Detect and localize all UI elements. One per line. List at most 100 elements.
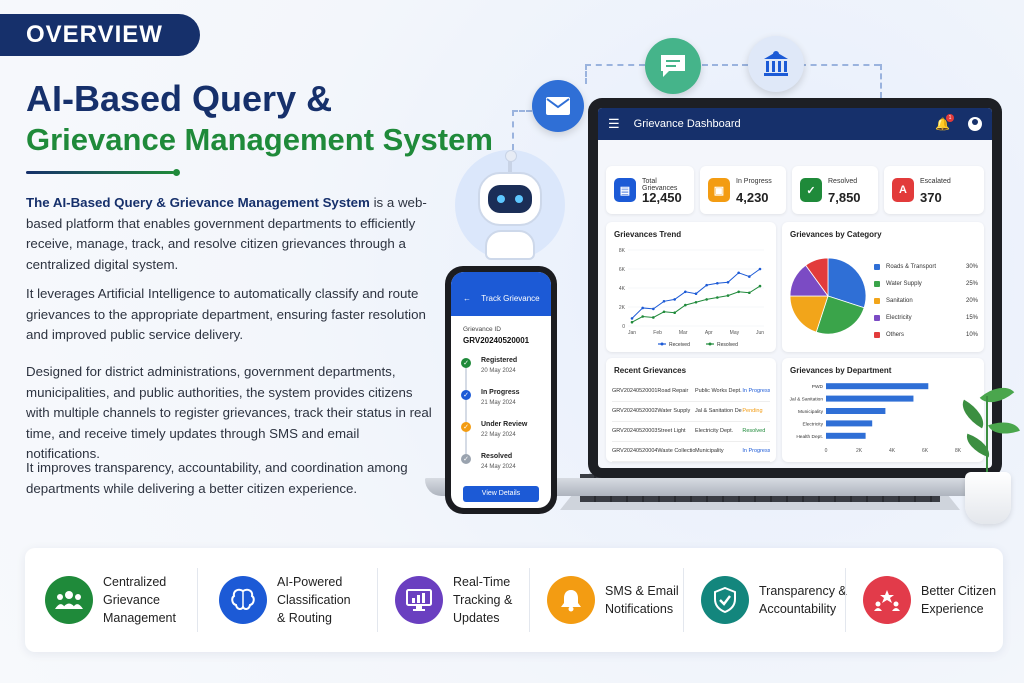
series-line-resolved xyxy=(631,285,761,323)
data-point xyxy=(705,283,708,287)
y-tick-label: 8K xyxy=(619,248,626,254)
stat-card-escalated[interactable]: A Escalated 370 xyxy=(884,166,984,214)
cell-issue: Street Light xyxy=(657,427,686,434)
cell-issue: Waste Collection xyxy=(657,447,695,454)
legend-swatch xyxy=(874,280,880,287)
stat-label: In Progress xyxy=(736,178,772,185)
x-tick-label: Jun xyxy=(756,330,764,336)
timeline-date: 22 May 2024 xyxy=(481,432,516,438)
laptop-base xyxy=(425,478,985,496)
dashboard-screen: ☰ Grievance Dashboard 🔔1 ▤ Total Grievan… xyxy=(598,108,992,468)
legend-marker xyxy=(708,342,712,346)
bell-icon[interactable]: 🔔1 xyxy=(935,114,954,131)
stat-card-total[interactable]: ▤ Total Grievances 12,450 xyxy=(606,166,694,214)
y-tick-label: 0 xyxy=(622,324,625,330)
legend-label: Sanitation xyxy=(886,297,913,304)
x-tick-label: Apr xyxy=(705,330,713,336)
dashboard-title: Grievance Dashboard xyxy=(633,118,741,130)
cell-dept: Electricity Dept. xyxy=(694,427,734,434)
divider xyxy=(845,568,846,632)
feature-centralized: Centralized Grievance Management xyxy=(45,548,176,652)
intro-paragraph: The AI-Based Query & Grievance Managemen… xyxy=(26,195,427,272)
category-pie-chart xyxy=(789,257,867,335)
laptop: ☰ Grievance Dashboard 🔔1 ▤ Total Grievan… xyxy=(588,98,1002,478)
category-title: Grievances by Category xyxy=(790,230,882,239)
legend-label: Received xyxy=(669,342,690,348)
cell-dept: Jal & Sanitation Dept. xyxy=(694,407,742,414)
legend-value: 25% xyxy=(965,280,978,287)
feature-ai: AI-Powered Classification & Routing xyxy=(219,548,351,652)
x-tick-label: 2K xyxy=(856,448,863,454)
bar xyxy=(826,395,914,402)
timeline-dot-icon: ✓ xyxy=(461,454,471,464)
chat-icon xyxy=(645,38,701,94)
x-tick-label: 4K xyxy=(889,448,896,454)
timeline-title: Registered xyxy=(481,357,518,364)
bar-category-label: PWD xyxy=(812,384,824,390)
feature-label: SMS & Email Notifications xyxy=(605,584,679,616)
data-point xyxy=(684,303,687,307)
x-tick-label: 0 xyxy=(825,448,828,454)
data-point xyxy=(694,300,698,304)
pie-slice xyxy=(789,295,829,333)
connector-line xyxy=(585,64,645,66)
recent-title: Recent Grievances xyxy=(614,366,687,375)
page-title-line1: AI-Based Query & xyxy=(26,78,333,119)
timeline-title: Under Review xyxy=(481,421,528,428)
bar xyxy=(826,383,929,390)
legend-value: 15% xyxy=(965,314,978,321)
bar-category-label: Electricity xyxy=(802,421,823,427)
phone-title: Track Grievance xyxy=(481,294,540,303)
user-avatar-icon[interactable] xyxy=(968,117,982,131)
data-point xyxy=(673,311,676,314)
timeline-dot-icon: ✓ xyxy=(461,358,471,368)
feature-notifications: SMS & Email Notifications xyxy=(547,548,679,652)
department-title: Grievances by Department xyxy=(790,366,892,375)
data-point xyxy=(716,296,719,299)
cell-dept: Public Works Dept. xyxy=(694,387,742,394)
bar-category-label: Health Dept. xyxy=(796,434,823,440)
cell-id: GRV20240520002 xyxy=(612,407,658,414)
timeline-dot-icon: ✓ xyxy=(461,390,471,400)
menu-icon[interactable]: ☰ xyxy=(608,116,620,131)
stat-value: 4,230 xyxy=(736,190,769,205)
stat-card-in-progress[interactable]: ▣ In Progress 4,230 xyxy=(700,166,786,214)
x-tick-label: Mar xyxy=(679,330,688,336)
timeline-dot-icon: ✓ xyxy=(461,422,471,432)
feature-label: Centralized Grievance Management xyxy=(103,575,176,625)
alert-icon: A xyxy=(892,178,914,202)
legend-label: Resolved xyxy=(717,342,738,348)
data-point xyxy=(705,298,708,301)
pie-slice xyxy=(805,257,829,298)
legend-label: Roads & Transport xyxy=(886,263,937,270)
connector-line xyxy=(702,64,748,66)
legend-swatch xyxy=(874,297,880,304)
x-tick-label: Feb xyxy=(653,330,662,336)
data-point xyxy=(630,317,634,320)
back-arrow-icon[interactable]: ← xyxy=(463,294,471,303)
mail-icon xyxy=(532,80,584,132)
government-building-icon xyxy=(748,36,804,92)
data-point xyxy=(748,275,751,278)
bar xyxy=(826,420,873,427)
view-details-button[interactable]: View Details xyxy=(463,486,539,502)
page-title-line2: Grievance Management System xyxy=(26,122,493,157)
divider xyxy=(529,568,530,632)
cell-id: GRV20240520003 xyxy=(612,427,658,434)
legend-value: 10% xyxy=(965,331,978,338)
data-point xyxy=(737,271,740,275)
stat-card-resolved[interactable]: ✓ Resolved 7,850 xyxy=(792,166,878,214)
cell-status: In Progress xyxy=(742,447,771,454)
data-point xyxy=(758,267,762,271)
